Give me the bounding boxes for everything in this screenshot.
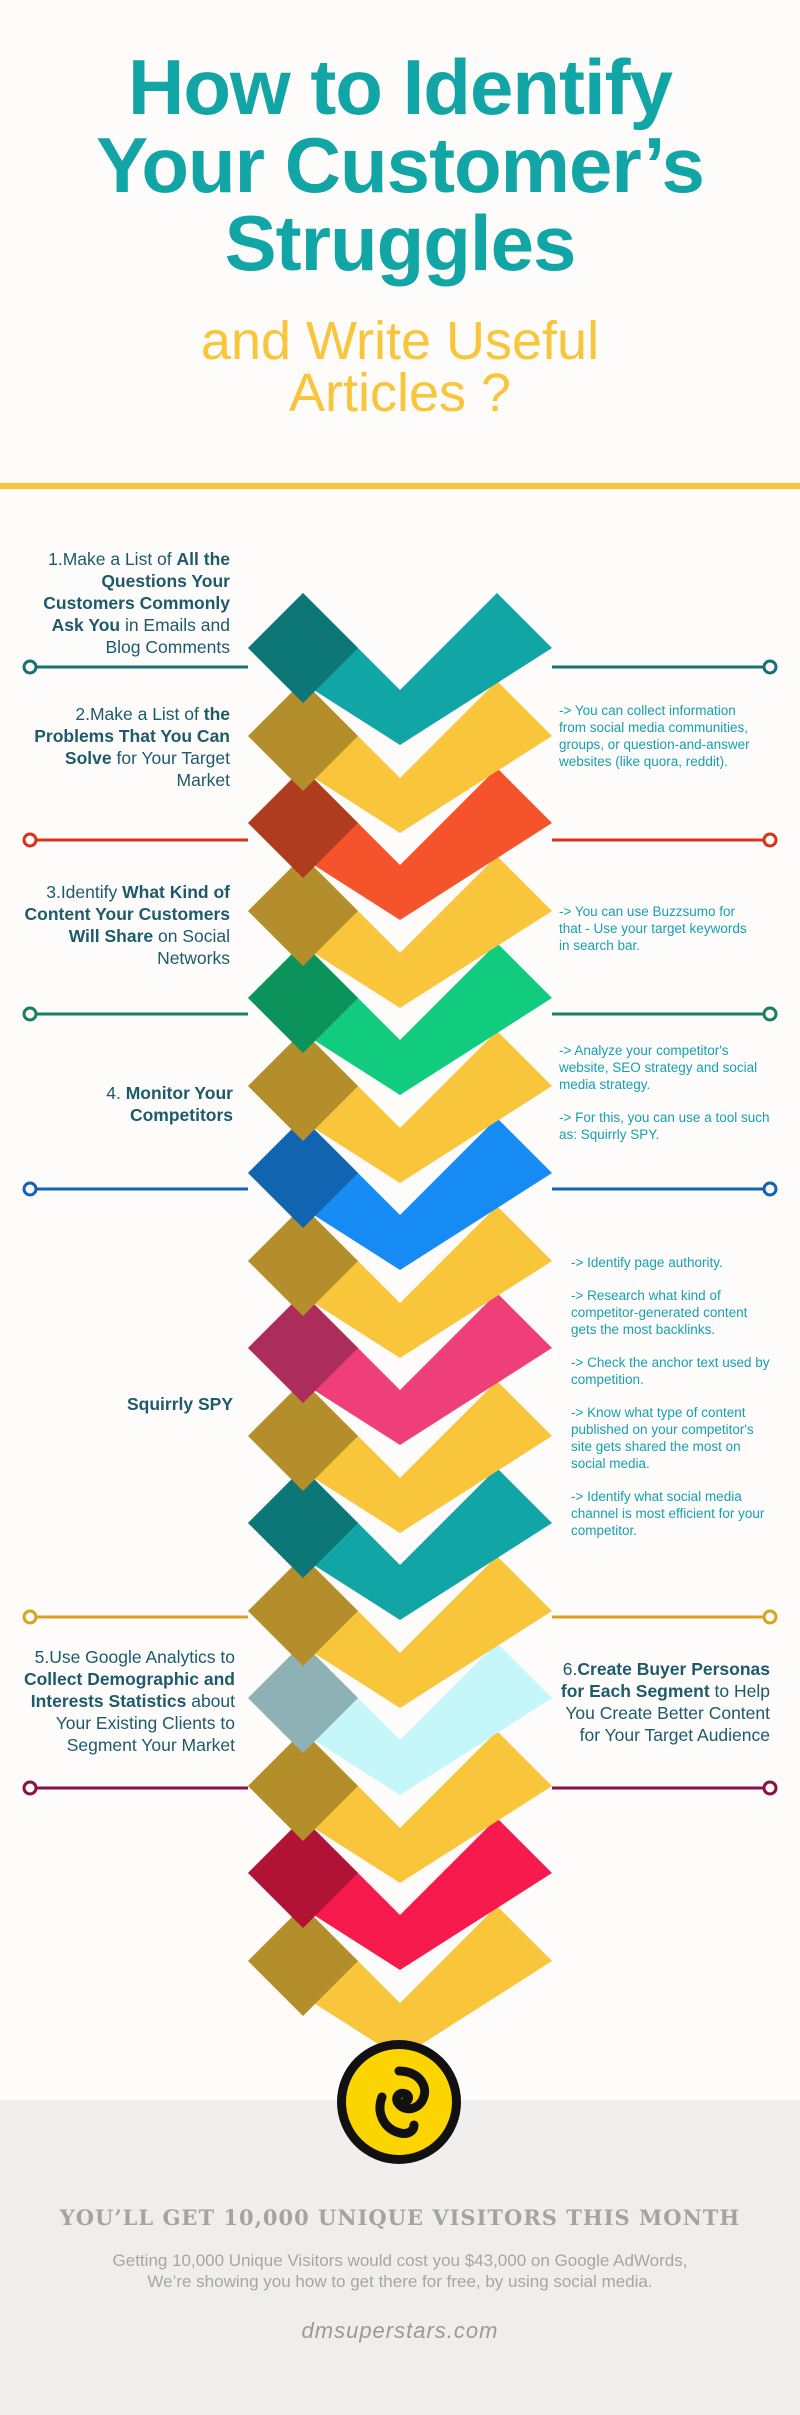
connector-dot-left-1 bbox=[22, 659, 38, 675]
connector-dot-left-4 bbox=[22, 1181, 38, 1197]
note-item: -> Check the anchor text used by competi… bbox=[571, 1355, 770, 1387]
step-6-text: 6.Create Buyer Personas for Each Segment… bbox=[560, 1659, 770, 1745]
chevron-5-shade bbox=[248, 943, 358, 1053]
connector-dot-left-5 bbox=[22, 1609, 38, 1625]
chevron-4-shade bbox=[248, 856, 358, 966]
squirrel-logo-icon bbox=[375, 2066, 430, 2138]
footer-headline: YOU’LL GET 10,000 UNIQUE VISITORS THIS M… bbox=[59, 2205, 741, 2230]
chevron-7-shade bbox=[248, 1118, 358, 1228]
title-line-1: How to Identify bbox=[128, 43, 673, 131]
chevron-12-shade bbox=[248, 1556, 358, 1666]
step-1-text: 1.Make a List of All the Questions Your … bbox=[43, 549, 230, 657]
chevron-14-shade bbox=[248, 1731, 358, 1841]
note-item: -> Research what kind of competitor-gene… bbox=[571, 1288, 748, 1337]
footer-line-1: Getting 10,000 Unique Visitors would cos… bbox=[112, 2251, 688, 2270]
note-squirrly-list: -> Identify page authority. -> Research … bbox=[571, 1254, 776, 1555]
subtitle-line-1: and Write Useful bbox=[200, 311, 600, 371]
squirrly-spy-label: Squirrly SPY bbox=[126, 1394, 233, 1414]
connector-dot-right-1 bbox=[762, 659, 778, 675]
step-5-text: 5.Use Google Analytics to Collect Demogr… bbox=[23, 1647, 235, 1755]
note-step-4-b: -> For this, you can use a tool such as:… bbox=[559, 1110, 770, 1142]
note-step-4-a: -> Analyze your competitor's website, SE… bbox=[559, 1043, 758, 1092]
note-item: -> Know what type of content published o… bbox=[571, 1405, 754, 1471]
chevron-1-shade bbox=[248, 593, 358, 703]
chevron-2-shade bbox=[248, 681, 358, 791]
chevron-11-shade bbox=[248, 1468, 358, 1578]
connector-dot-left-6 bbox=[22, 1780, 38, 1796]
chevron-10-shade bbox=[248, 1381, 358, 1491]
note-item: -> Identify page authority. bbox=[571, 1255, 723, 1270]
chevron-6-shade bbox=[248, 1031, 358, 1141]
note-item: -> Identify what social media channel is… bbox=[571, 1489, 765, 1538]
connector-dot-right-3 bbox=[762, 1006, 778, 1022]
step-2-text: 2.Make a List of the Problems That You C… bbox=[34, 704, 230, 790]
chevron-8-shade bbox=[248, 1206, 358, 1316]
note-step-4: -> Analyze your competitor's website, SE… bbox=[559, 1042, 774, 1159]
connector-dot-left-2 bbox=[22, 832, 38, 848]
chevron-16-shade bbox=[248, 1906, 358, 2016]
header-divider bbox=[0, 483, 800, 489]
connector-dot-right-6 bbox=[762, 1780, 778, 1796]
footer-line-2: We’re showing you how to get there for f… bbox=[147, 2272, 653, 2291]
connector-dot-right-2 bbox=[762, 832, 778, 848]
step-4-text: 4. Monitor Your Competitors bbox=[106, 1083, 233, 1125]
step-3-text: 3.Identify What Kind of Content Your Cus… bbox=[24, 882, 230, 968]
note-step-3: -> You can use Buzzsumo for that - Use y… bbox=[559, 904, 747, 953]
chevron-3-shade bbox=[248, 768, 358, 878]
logo-badge bbox=[337, 2040, 461, 2164]
chevron-13-shade bbox=[248, 1643, 358, 1753]
connector-dot-right-4 bbox=[762, 1181, 778, 1197]
site-link[interactable]: dmsuperstars.com bbox=[301, 2318, 499, 2343]
chevron-9-shade bbox=[248, 1293, 358, 1403]
subtitle-line-2: Articles ? bbox=[288, 363, 512, 423]
note-step-2: -> You can collect information from soci… bbox=[559, 703, 750, 769]
title-line-2: Your Customer’s bbox=[96, 121, 705, 209]
connector-dot-right-5 bbox=[762, 1609, 778, 1625]
connector-dot-left-3 bbox=[22, 1006, 38, 1022]
chevron-15-shade bbox=[248, 1818, 358, 1928]
title-line-3: Struggles bbox=[224, 199, 577, 287]
